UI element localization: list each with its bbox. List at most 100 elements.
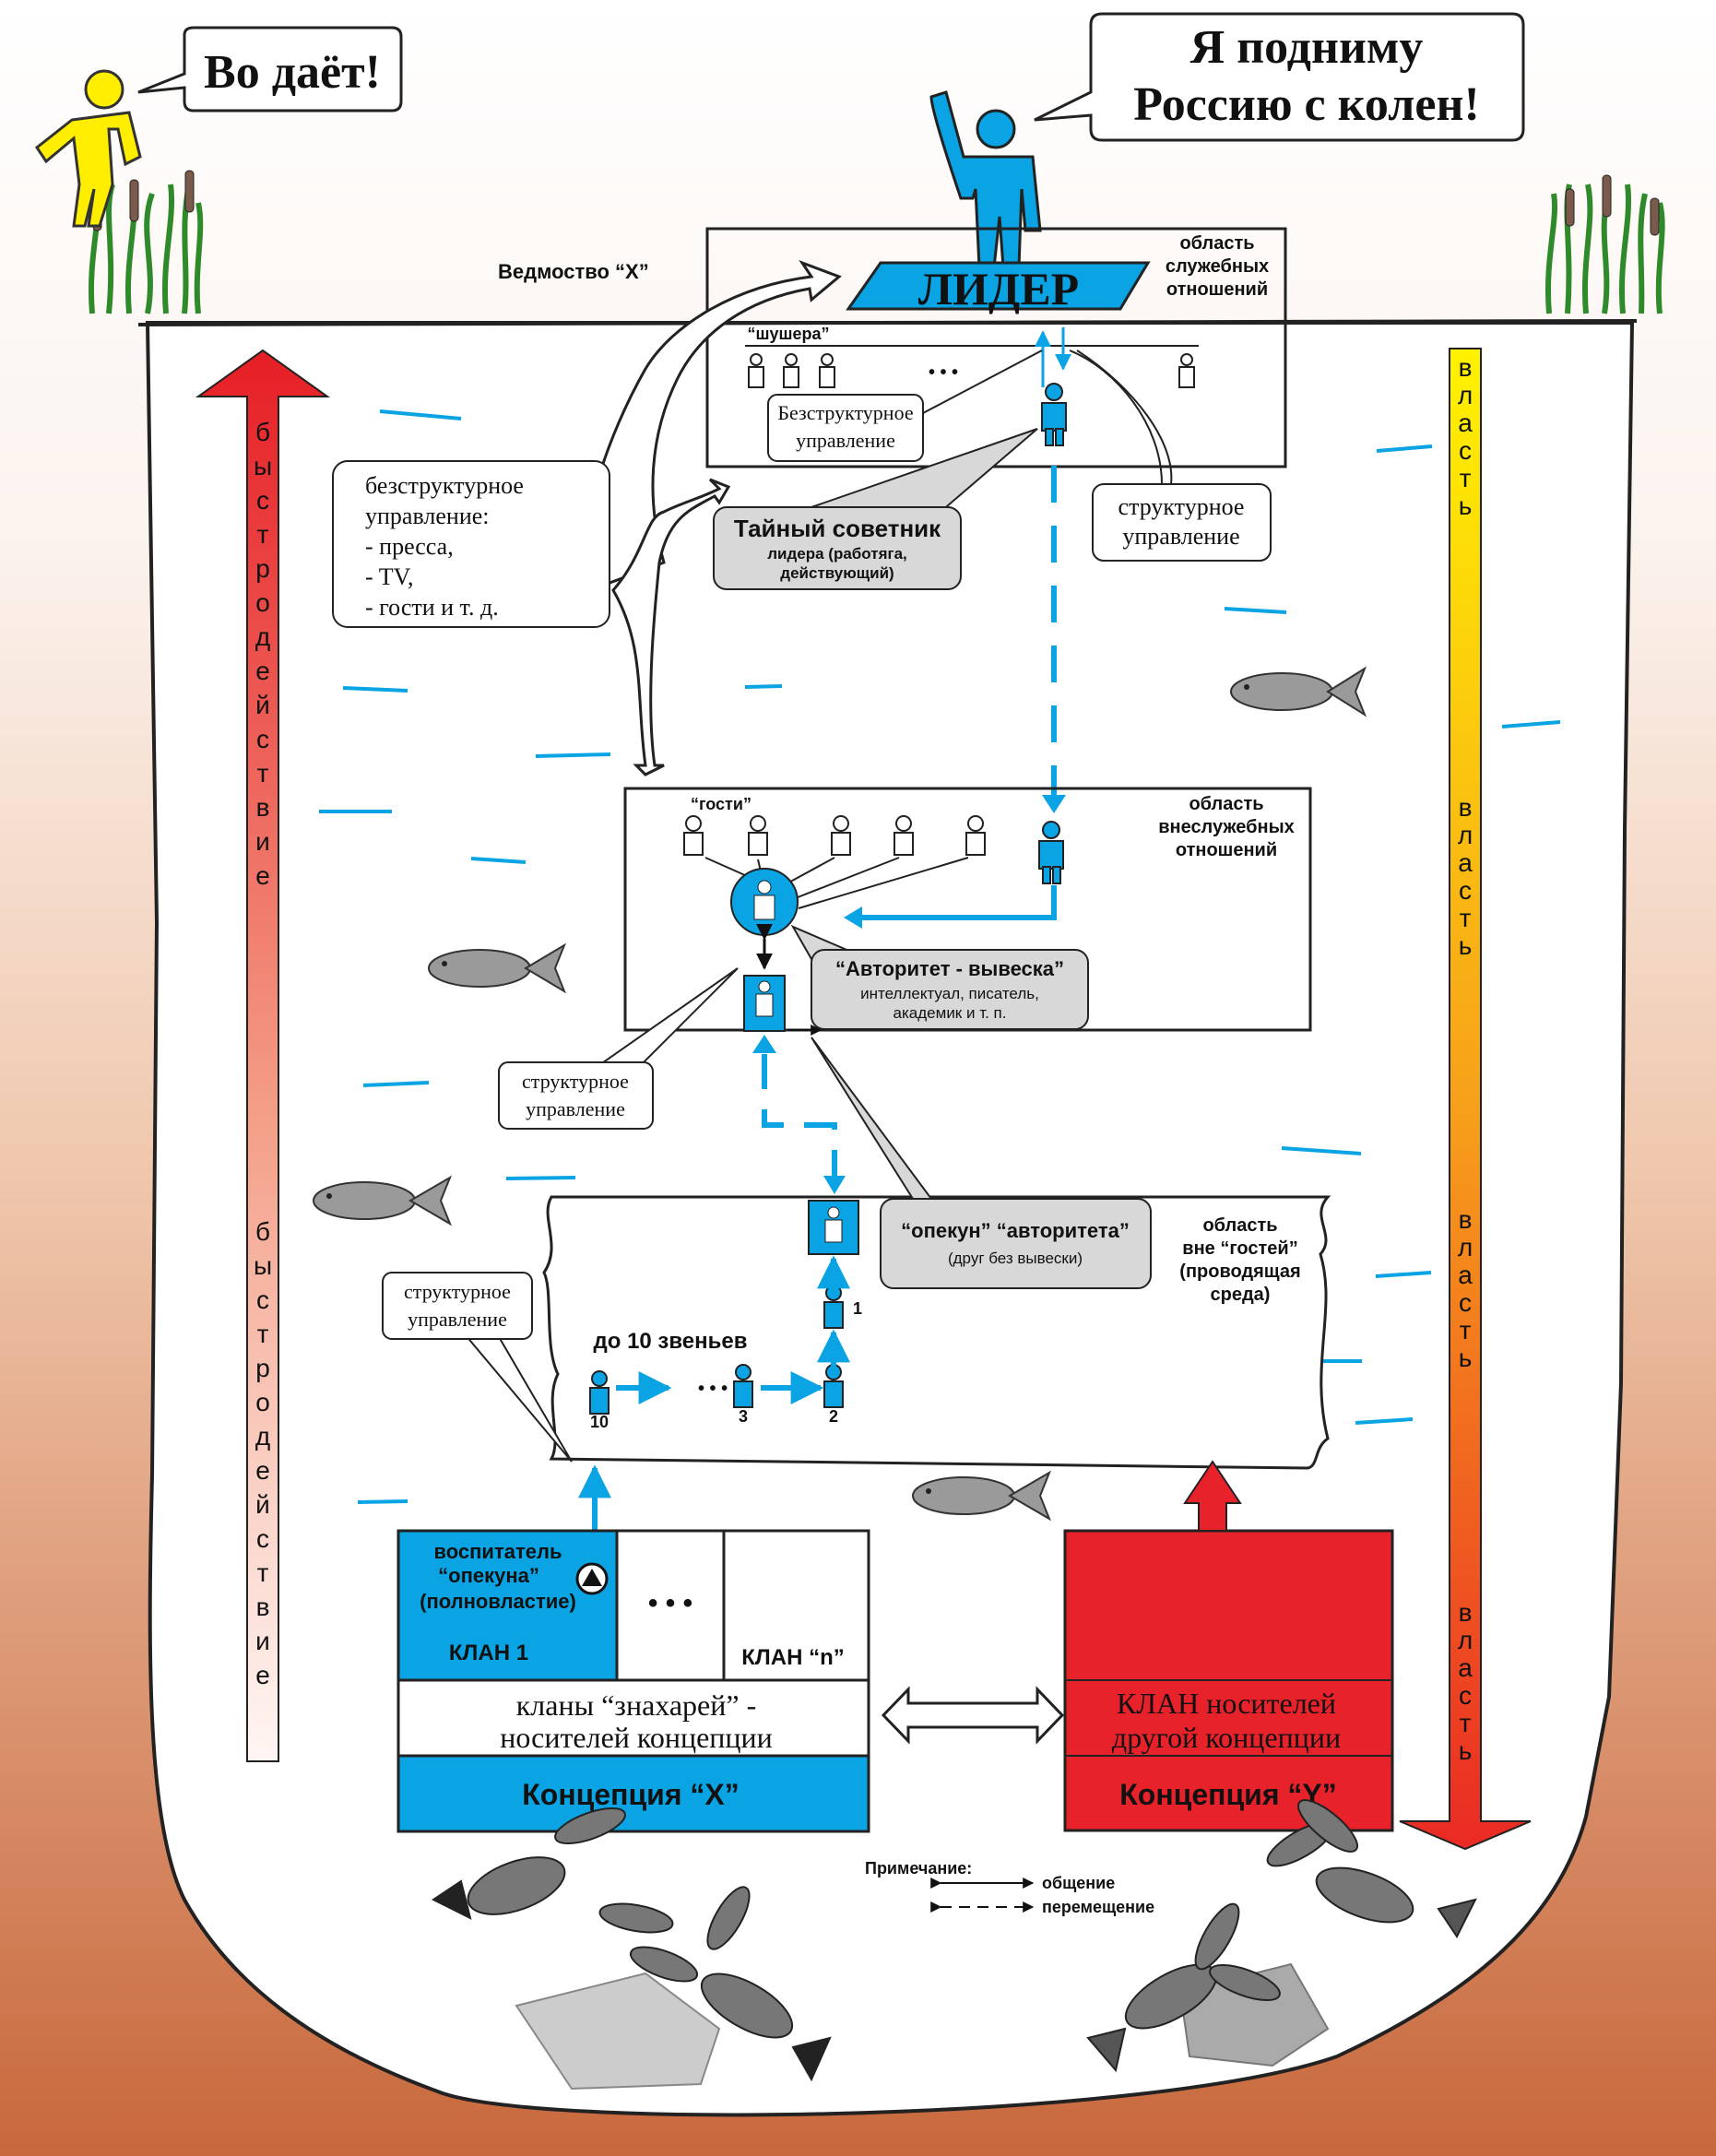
structured-callout-mid: структурное управление xyxy=(498,967,739,1130)
guardian-line1: “опекун” “авторитета” xyxy=(901,1219,1130,1242)
advisor-line1: Тайный советник xyxy=(734,515,941,542)
service-area-box xyxy=(705,227,1287,468)
crayfish-1 xyxy=(432,1807,674,1934)
clan-n-label: КЛАН “n” xyxy=(741,1645,844,1670)
authority-figure xyxy=(730,868,799,936)
clans-block-y: КЛАН носителей другой концепции Концепци… xyxy=(1063,1529,1394,1832)
structured-mid-line2: управление xyxy=(526,1097,625,1120)
reeds-right xyxy=(1544,174,1665,314)
observer-speech-bubble: Во даёт! xyxy=(137,26,403,113)
left-callout-line1: безструктурное xyxy=(365,472,524,499)
unstructured-line1: Безструктурное xyxy=(777,401,913,424)
left-callout-line5: - гости и т. д. xyxy=(365,594,499,621)
other-clan-line1: КЛАН носителей xyxy=(1117,1687,1336,1720)
unstructured-callout: Безструктурное управление xyxy=(767,349,1043,462)
chain-link-1 xyxy=(823,1285,844,1329)
leader-plaque: ЛИДЕР xyxy=(846,261,1151,314)
shushera-label: “шушера” xyxy=(747,325,829,343)
leader-speech-line1: Я подниму xyxy=(1190,21,1424,74)
concept-y-up-arrow xyxy=(1183,1460,1242,1532)
healers-line2: носителей концепции xyxy=(500,1721,773,1754)
media-influence-arrow xyxy=(584,259,842,776)
service-area-line1: область xyxy=(1179,233,1254,254)
rock-left xyxy=(515,1972,721,2091)
mid-area-line2: внеслужебных xyxy=(1158,817,1295,837)
chain-num-10: 10 xyxy=(590,1413,609,1431)
structured-top-line1: структурное xyxy=(1118,493,1245,520)
guests-label: “гости” xyxy=(691,795,751,813)
mid-area-line3: отношений xyxy=(1176,840,1277,860)
lower-area-line4: среда) xyxy=(1211,1285,1271,1305)
crayfish-3 xyxy=(1266,1799,1477,1938)
leader-label: ЛИДЕР xyxy=(918,263,1079,314)
guest-people xyxy=(683,815,986,856)
guardian-figure xyxy=(808,1200,859,1255)
authority-line2: интеллектуал, писатель, xyxy=(860,985,1039,1002)
educator-line1: воспитатель xyxy=(434,1540,562,1563)
lower-area-line3: (проводящая xyxy=(1179,1262,1300,1282)
chain-num-1: 1 xyxy=(853,1299,862,1318)
advisor-figure-mid xyxy=(1038,821,1064,884)
educator-line2: “опекуна” xyxy=(438,1564,539,1587)
structured-lower-line2: управление xyxy=(408,1308,507,1331)
rock-right xyxy=(1178,1962,1330,2067)
lower-area-line1: область xyxy=(1202,1215,1277,1236)
leader-figure xyxy=(929,90,1042,269)
vedomstvo-label: Ведмоство “X” xyxy=(498,260,649,283)
chain-links xyxy=(589,1285,844,1415)
structured-top-line2: управление xyxy=(1122,523,1239,550)
chain-num-2: 2 xyxy=(829,1407,838,1426)
leader-speech-bubble: Я подниму Россию с колен! xyxy=(1034,12,1525,142)
guardian-line2: (друг без вывески) xyxy=(948,1250,1083,1267)
legend-title: Примечание: xyxy=(865,1859,972,1878)
clan1-label: КЛАН 1 xyxy=(449,1641,528,1665)
left-callout-line4: - TV, xyxy=(365,563,414,590)
leader-speech-line2: Россию с колен! xyxy=(1133,78,1480,131)
other-clan-line2: другой концепции xyxy=(1112,1721,1341,1754)
interaction-double-arrow xyxy=(881,1686,1065,1745)
fish-3 xyxy=(313,1175,453,1226)
chain-link-3 xyxy=(733,1364,753,1408)
crayfish-2 xyxy=(629,1886,832,2082)
left-callout: безструктурное управление: - пресса, - T… xyxy=(332,460,610,628)
lower-area-line2: вне “гостей” xyxy=(1182,1238,1297,1259)
fish-4 xyxy=(912,1470,1052,1522)
secret-advisor-figure xyxy=(1041,383,1067,446)
chain-label: до 10 звеньев xyxy=(594,1329,748,1354)
authority-line3: академик и т. п. xyxy=(894,1004,1007,1022)
chain-dots: • • • xyxy=(698,1379,728,1399)
structured-lower-line1: структурное xyxy=(404,1280,511,1303)
legend: Примечание: общение перемещение xyxy=(865,1859,1154,1916)
observer-speech-text: Во даёт! xyxy=(204,46,381,99)
left-callout-line2: управление: xyxy=(365,503,490,529)
shushera-people xyxy=(748,353,1195,388)
authority-callout: “Авторитет - вывеска” интеллектуал, писа… xyxy=(790,924,1089,1030)
chain-link-10 xyxy=(589,1370,609,1415)
structured-mid-line1: структурное xyxy=(522,1070,629,1093)
legend-communication: общение xyxy=(1042,1874,1115,1892)
educator-line3: (полновластие) xyxy=(420,1590,576,1613)
crayfish-4 xyxy=(1086,1902,1281,2073)
clans-dots: • • • xyxy=(648,1588,692,1618)
authority-line1: “Авторитет - вывеска” xyxy=(835,957,1064,980)
advisor-line2: лидера (работяга, xyxy=(767,545,907,563)
observer-figure xyxy=(34,69,142,228)
fish-2 xyxy=(428,942,567,994)
structured-callout-lower: структурное управление xyxy=(382,1272,573,1463)
structured-callout-top: структурное управление xyxy=(1069,349,1272,562)
service-area-line2: служебных xyxy=(1166,256,1269,277)
legend-movement: перемещение xyxy=(1042,1898,1154,1916)
chain-num-3: 3 xyxy=(739,1407,748,1426)
advisor-line3: действующий) xyxy=(780,564,894,582)
concept-x-label: Концепция “X” xyxy=(522,1778,739,1811)
clans-block-x: воспитатель “опекуна” (полновластие) КЛА… xyxy=(396,1529,870,1833)
service-area-line3: отношений xyxy=(1166,279,1268,300)
left-callout-line3: - пресса, xyxy=(365,533,454,560)
chain-link-2 xyxy=(823,1364,844,1408)
shushera-dots: • • • xyxy=(929,362,958,383)
